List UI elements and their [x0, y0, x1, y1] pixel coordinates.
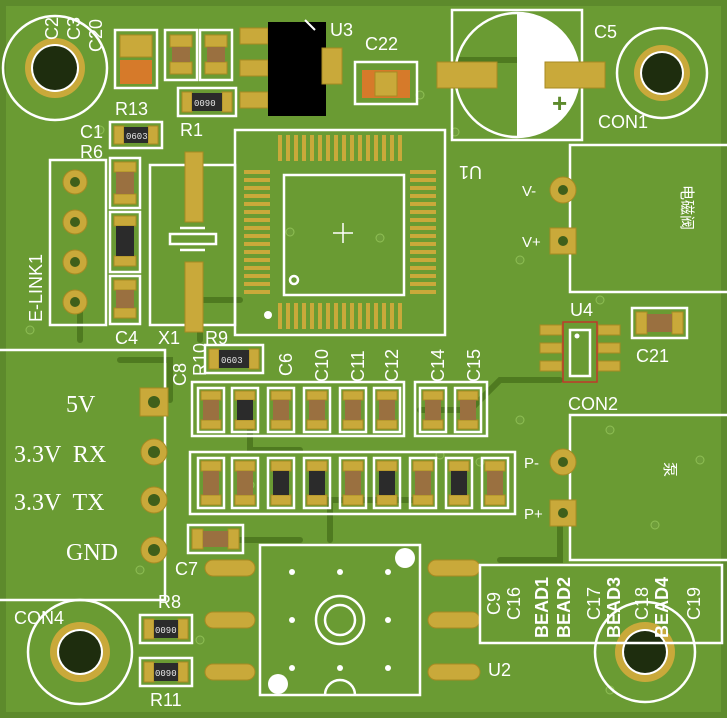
resistor-r8: 0090: [138, 613, 194, 645]
label-bead2: BEAD2: [554, 577, 574, 638]
label-u1: U1: [459, 162, 482, 182]
bead-label-block: [478, 563, 724, 645]
label-r10: R10: [190, 343, 210, 376]
connector-pump: [549, 413, 727, 562]
connector-con4: [0, 348, 169, 602]
label-c19: C19: [684, 587, 704, 620]
label-vplus: V+: [522, 234, 541, 251]
mounting-hole-top-left: [1, 14, 109, 122]
resistor-r11: 0090: [138, 656, 194, 688]
capacitor-tantalum-top: [113, 28, 159, 90]
label-rx: 3.3V RX: [14, 442, 106, 468]
label-c21: C21: [636, 346, 669, 366]
svg-text:0090: 0090: [155, 626, 177, 636]
label-u2: U2: [488, 660, 511, 680]
svg-text:+: +: [552, 88, 567, 118]
label-tx: 3.3V TX: [14, 490, 104, 516]
label-c2: C2: [42, 17, 62, 40]
label-c4: C4: [115, 328, 138, 348]
label-c18: C18: [632, 587, 652, 620]
component-row-lower: [188, 450, 517, 516]
connector-valve: [549, 143, 727, 294]
label-pminus: P-: [524, 455, 539, 472]
label-x1: X1: [158, 328, 180, 348]
label-c12: C12: [382, 349, 402, 382]
resistor-pair-top: [163, 28, 234, 82]
label-c9: C9: [484, 592, 504, 615]
ic-u1-mcu: [233, 128, 447, 337]
label-c10: C10: [312, 349, 332, 382]
label-r1: R1: [180, 120, 203, 140]
label-r11: R11: [150, 690, 182, 710]
label-valve: 电磁阀: [678, 185, 695, 230]
label-c6: C6: [276, 353, 296, 376]
label-r6: R6: [80, 142, 103, 162]
label-c15: C15: [464, 349, 484, 382]
label-5v: 5V: [66, 392, 96, 418]
connector-elink1: [48, 158, 108, 327]
ic-u4: [539, 321, 621, 383]
mounting-hole-bottom-left: [26, 598, 134, 706]
resistor-r10: 0603: [203, 343, 265, 375]
svg-text:0090: 0090: [194, 99, 216, 109]
label-bead1: BEAD1: [532, 577, 552, 638]
sensor-u2: [204, 543, 481, 697]
label-u3: U3: [330, 20, 353, 40]
electrolytic-capacitor-c5: +: [436, 8, 606, 142]
label-pplus: P+: [524, 506, 543, 523]
label-c16: C16: [504, 587, 524, 620]
label-c1: C1: [80, 122, 103, 142]
capacitor-c21: [630, 306, 689, 340]
label-c3: C3: [64, 17, 84, 40]
resistor-column-left: [108, 156, 142, 326]
label-c5: C5: [594, 22, 617, 42]
capacitor-c7: [186, 523, 245, 555]
label-r13: R13: [115, 99, 148, 119]
resistor-c1-area: 0603: [108, 120, 164, 150]
label-u4: U4: [570, 300, 593, 320]
label-c14: C14: [428, 349, 448, 382]
label-c17: C17: [584, 587, 604, 620]
ic-u3-regulator: [239, 19, 343, 116]
label-c22: C22: [365, 34, 398, 54]
capacitor-c22: [353, 60, 419, 106]
label-elink1: E-LINK1: [26, 254, 46, 322]
svg-text:0090: 0090: [155, 669, 177, 679]
mounting-hole-bottom-right: [593, 600, 697, 704]
label-c7: C7: [175, 559, 198, 579]
label-gnd: GND: [66, 540, 118, 566]
label-bead3: BEAD3: [604, 577, 624, 638]
label-c11: C11: [348, 350, 368, 382]
label-pump: 泵: [661, 462, 678, 477]
resistor-r1: 0090: [176, 86, 238, 118]
label-vminus: V-: [522, 183, 536, 200]
label-con1: CON1: [598, 112, 648, 132]
label-r9: R9: [205, 328, 228, 348]
label-c8: C8: [170, 363, 190, 386]
label-con4: CON4: [14, 608, 64, 628]
svg-text:0603: 0603: [221, 356, 243, 366]
label-con2: CON2: [568, 394, 618, 414]
label-c20: C20: [86, 19, 106, 52]
mounting-hole-top-right: [615, 26, 709, 120]
label-bead4: BEAD4: [652, 577, 672, 638]
label-r8: R8: [158, 592, 181, 612]
capacitor-row-upper: [190, 380, 489, 438]
svg-text:0603: 0603: [126, 132, 148, 142]
